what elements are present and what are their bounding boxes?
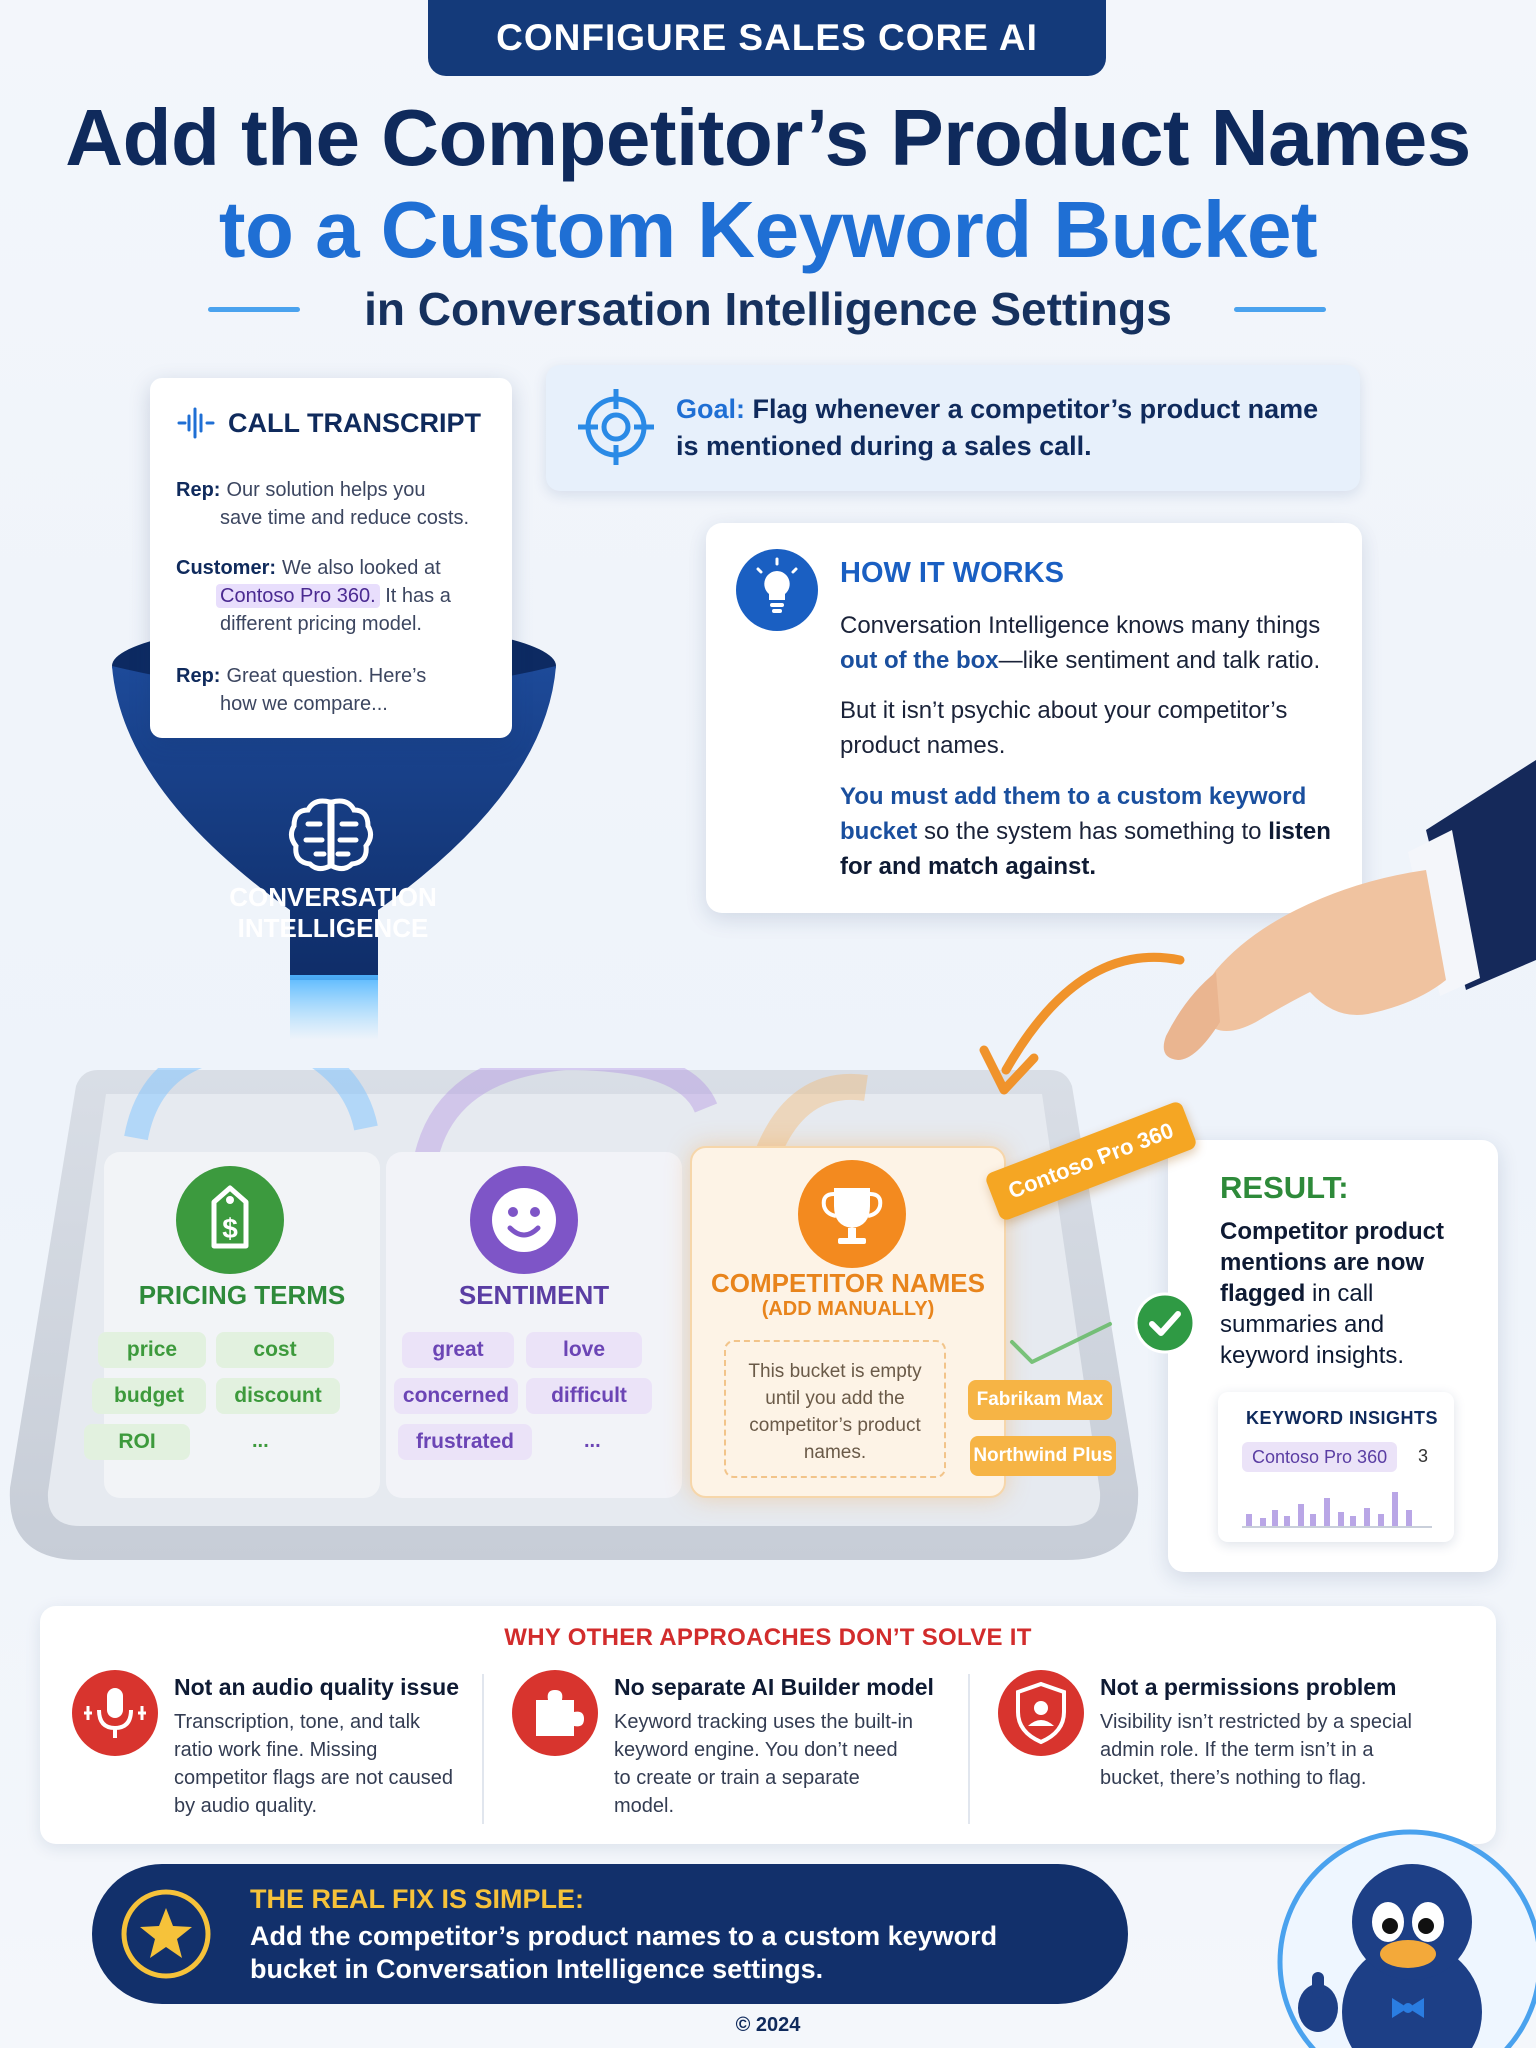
header-banner: CONFIGURE SALES CORE AI (428, 0, 1106, 76)
target-icon (578, 389, 654, 465)
more-keywords: ... (584, 1430, 601, 1452)
real-fix-banner: THE REAL FIX IS SIMPLE: Add the competit… (92, 1864, 1128, 2004)
why-heading: Not an audio quality issue (174, 1674, 459, 1700)
why-text: Transcription, tone, and talk ratio work… (174, 1711, 454, 1817)
why-title: WHY OTHER APPROACHES DON’T SOLVE IT (504, 1624, 1032, 1651)
hand-illustration (1163, 760, 1536, 1060)
check-circle-icon (1134, 1292, 1196, 1354)
result-text: Competitor product mentions are now flag… (1220, 1218, 1444, 1369)
price-tag-icon: $ (176, 1166, 284, 1274)
microphone-icon (72, 1670, 158, 1756)
smiley-icon (470, 1166, 578, 1274)
keyword-tag: frustrated (398, 1424, 532, 1460)
subtitle-rule-right (1234, 307, 1326, 312)
svg-text:$: $ (222, 1213, 238, 1244)
bucket-title: SENTIMENT (458, 1280, 610, 1310)
keyword-tag: cost (216, 1332, 334, 1368)
bucket-sentiment: SENTIMENT great love concerned difficult… (386, 1152, 682, 1498)
insight-count: 3 (1418, 1446, 1429, 1466)
trophy-icon (798, 1160, 906, 1268)
page-title-line-2: to a Custom Keyword Bucket (218, 185, 1318, 274)
subtitle-rule-left (208, 307, 300, 312)
keyword-tag: great (402, 1332, 514, 1368)
why-text: Keyword tracking uses the built-in keywo… (614, 1711, 914, 1817)
empty-bucket-message: This bucket is empty until you add the c… (724, 1340, 946, 1478)
why-text: Visibility isn’t restricted by a special… (1100, 1711, 1412, 1789)
copyright: © 2024 (735, 2014, 801, 2036)
star-icon (121, 1889, 211, 1979)
bucket-title: PRICING TERMS (138, 1280, 346, 1310)
keyword-tag: discount (216, 1378, 340, 1414)
transcript-line: Customer:We also looked at Contoso Pro 3… (176, 557, 451, 635)
bucket-title: COMPETITOR NAMES (711, 1268, 985, 1298)
result-card: RESULT: Competitor product mentions are … (1168, 1140, 1498, 1572)
lightbulb-icon (736, 549, 818, 631)
call-transcript-card: CALL TRANSCRIPT Rep:Our solution helps y… (150, 378, 512, 738)
bucket-pricing-terms: $ PRICING TERMS price cost budget discou… (84, 1152, 380, 1498)
transcript-label: CALL TRANSCRIPT (228, 407, 481, 438)
how-it-works-card: HOW IT WORKS Conversation Intelligence k… (706, 523, 1362, 913)
fix-title: THE REAL FIX IS SIMPLE: (250, 1884, 585, 1914)
competitor-keyword-tag: Northwind Plus (970, 1436, 1116, 1476)
insights-bar-chart (1242, 1492, 1432, 1528)
why-heading: Not a permissions problem (1100, 1674, 1397, 1700)
audio-wave-icon (177, 407, 215, 439)
brain-icon (288, 798, 374, 872)
keyword-tag: price (98, 1332, 206, 1368)
transcript-line: Rep:Great question. Here’s how we compar… (176, 665, 427, 715)
green-check-stroke (1010, 1322, 1112, 1364)
funnel-label: CONVERSATION INTELLIGENCE (229, 882, 437, 943)
how-it-works-paragraph: You must add them to a custom keyword bu… (840, 783, 1331, 880)
penguin-mascot (1277, 1829, 1536, 2048)
why-heading: No separate AI Builder model (614, 1674, 934, 1700)
goal-card: Goal: Flag whenever a competitor’s produ… (546, 365, 1360, 491)
keyword-tag: ROI (84, 1424, 190, 1460)
keyword-tag: concerned (394, 1378, 518, 1414)
result-title: RESULT: (1220, 1170, 1349, 1205)
competitor-mention-highlight: Contoso Pro 360. (216, 584, 380, 608)
competitor-keyword-tag: Fabrikam Max (968, 1380, 1112, 1420)
goal-text: Goal: Flag whenever a competitor’s produ… (676, 394, 1319, 461)
bucket-subtitle: (ADD MANUALLY) (761, 1298, 935, 1320)
keyword-insights-widget: KEYWORD INSIGHTS Contoso Pro 360 3 (1218, 1392, 1454, 1542)
keyword-tag: budget (92, 1378, 206, 1414)
puzzle-icon (512, 1670, 598, 1756)
divider (482, 1674, 484, 1824)
how-it-works-paragraph: But it isn’t psychic about your competit… (840, 697, 1288, 759)
curved-arrow-icon (979, 952, 1185, 1095)
transcript-line: Rep:Our solution helps you save time and… (176, 479, 470, 529)
insight-keyword-chip[interactable]: Contoso Pro 360 (1242, 1442, 1398, 1472)
divider (968, 1674, 970, 1824)
page-subtitle: in Conversation Intelligence Settings (364, 283, 1172, 335)
how-it-works-title: HOW IT WORKS (840, 557, 1064, 589)
bucket-competitor-names: COMPETITOR NAMES (ADD MANUALLY) This buc… (690, 1146, 1006, 1498)
keyword-insights-title: KEYWORD INSIGHTS (1246, 1408, 1439, 1428)
more-keywords: ... (252, 1430, 269, 1452)
keyword-tag: difficult (526, 1378, 652, 1414)
keyword-tag: love (526, 1332, 642, 1368)
fix-text: Add the competitor’s product names to a … (250, 1921, 998, 1984)
shield-user-icon (998, 1670, 1084, 1756)
why-section: WHY OTHER APPROACHES DON’T SOLVE IT Not … (40, 1606, 1496, 1844)
page-title-line-1: Add the Competitor’s Product Names (65, 93, 1471, 182)
how-it-works-paragraph: Conversation Intelligence knows many thi… (840, 612, 1321, 674)
